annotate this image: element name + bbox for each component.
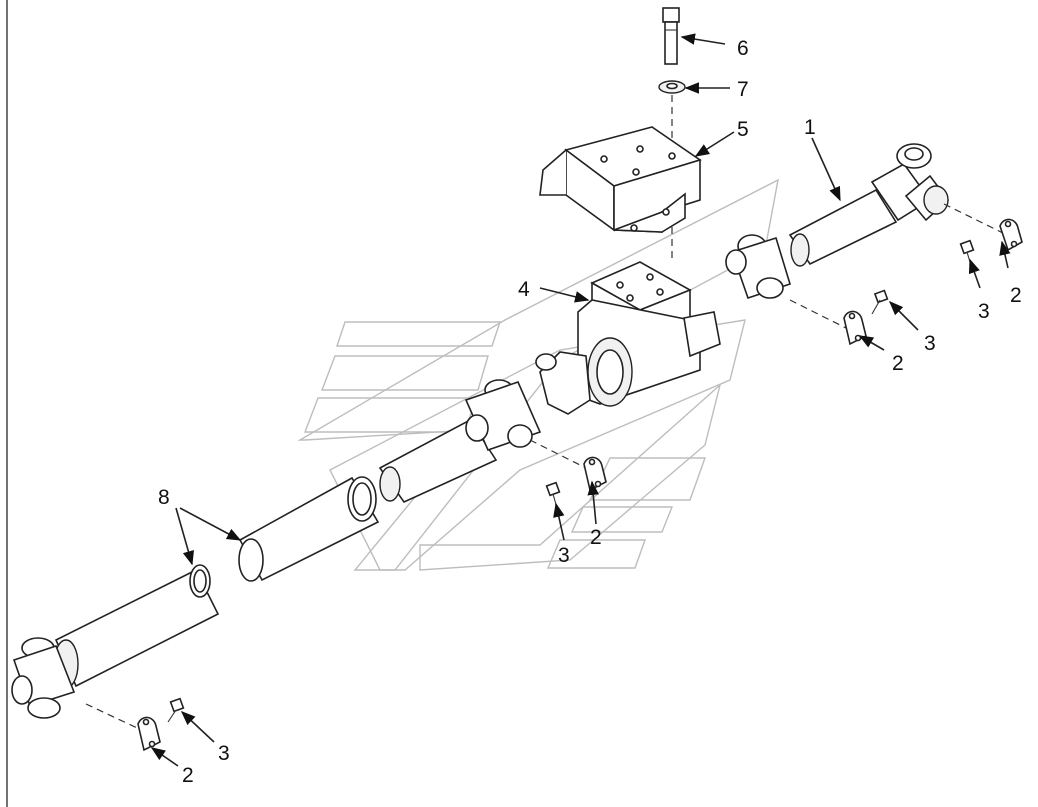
callout-1: 1 <box>804 116 816 139</box>
strap-2-front <box>137 716 161 752</box>
washer-7 <box>658 80 686 94</box>
callout-3-front: 3 <box>218 742 230 765</box>
callout-2-rear: 2 <box>1010 284 1022 307</box>
callout-3-rear: 3 <box>978 300 990 323</box>
bolt-3-rear <box>959 239 975 263</box>
callout-3-bearing: 3 <box>924 332 936 355</box>
bolt-6 <box>662 7 680 65</box>
callout-3-middle: 3 <box>558 544 570 567</box>
stub-shaft <box>378 351 591 504</box>
callout-2-middle: 2 <box>590 526 602 549</box>
callout-8: 8 <box>158 486 170 509</box>
callout-6: 6 <box>737 37 749 60</box>
center-bearing-4 <box>577 261 721 407</box>
strap-2-middle <box>583 456 607 492</box>
shaft-1 <box>725 143 950 300</box>
tube-8-upper <box>238 476 380 582</box>
front-shaft <box>11 564 220 719</box>
callout-4: 4 <box>518 278 530 301</box>
bracket-5 <box>539 126 702 233</box>
callout-2-front: 2 <box>182 764 194 787</box>
callout-2-bearing: 2 <box>892 352 904 375</box>
bolt-3-front <box>167 697 185 723</box>
callout-5: 5 <box>737 118 749 141</box>
axis-dash-rear <box>943 203 1006 235</box>
bolt-3-middle <box>545 481 561 509</box>
callout-labels: 6 7 5 1 4 2 3 3 2 2 3 8 3 2 <box>158 37 1022 787</box>
axis-dash-rear-2 <box>789 299 851 331</box>
strap-2-bearing <box>843 310 867 346</box>
callout-7: 7 <box>737 78 749 101</box>
bolt-3-bearing <box>871 289 889 315</box>
leader-lines <box>150 33 1011 767</box>
